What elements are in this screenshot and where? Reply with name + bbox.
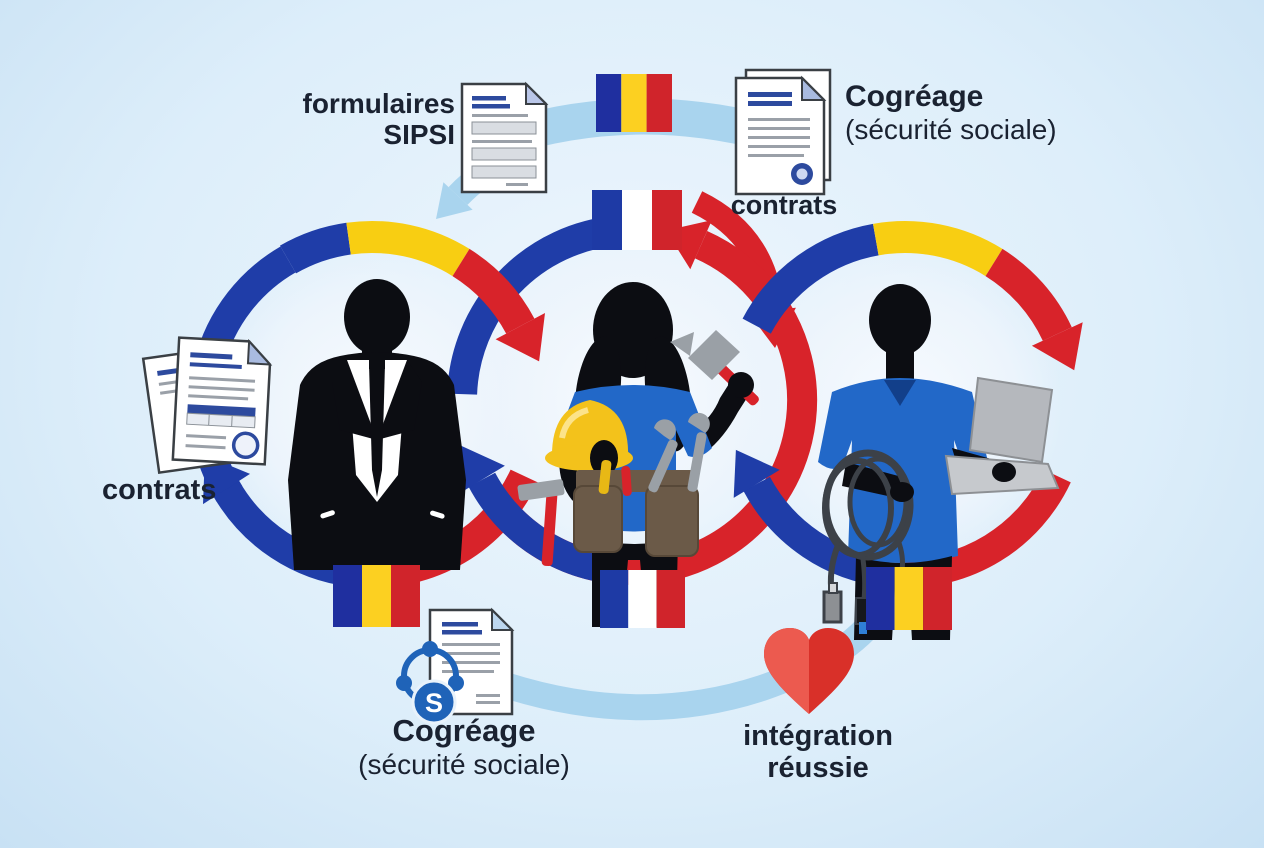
integration-label: intégration réussie: [713, 720, 923, 785]
cogreage-top-label: Cogréage (sécurité sociale): [845, 80, 1057, 145]
left-ring-blue-arrowhead: [203, 455, 250, 505]
france-flag-top-icon: [592, 190, 682, 250]
contracts-top-label: contrats: [730, 190, 838, 220]
cogreage-bottom-subtitle: (sécurité sociale): [358, 748, 570, 780]
svg-text:S: S: [425, 688, 443, 718]
cogreage-top-title: Cogréage: [845, 80, 984, 113]
sipsi-document-icon: [460, 81, 549, 194]
romania-flag-bottom-right-icon: [866, 567, 952, 630]
integration-label-line1: intégration: [743, 720, 893, 752]
left-ring-tricolor-arc: [279, 220, 535, 334]
cogreage-bottom-label: Cogréage (sécurité sociale): [324, 713, 604, 780]
heart-icon: [764, 628, 854, 714]
cogreage-top-subtitle: (sécurité sociale): [845, 113, 1057, 145]
center-ring-blue-arrowhead: [458, 445, 505, 494]
left-ring-tricolor-arrowhead: [495, 313, 545, 362]
sipsi-label: formulaires SIPSI: [303, 88, 456, 151]
tool-belt-icon: [517, 412, 710, 567]
romania-flag-top-icon: [596, 74, 672, 132]
contracts-left-label: contrats: [102, 474, 217, 506]
construction-worker-silhouette: [517, 282, 759, 627]
contracts-document-top-icon: [734, 68, 832, 196]
cogreage-bottom-title: Cogréage: [392, 713, 536, 748]
network-share-icon: S: [396, 641, 464, 725]
sipsi-label-line2: SIPSI: [383, 119, 455, 151]
romania-flag-bottom-left-icon: [333, 565, 420, 627]
employer-silhouette: [288, 279, 466, 570]
right-ring-tricolor-arc: [742, 221, 1072, 342]
right-ring-blue-arrowhead: [733, 449, 780, 498]
cables-icon: [822, 449, 914, 634]
wrench-icon: [648, 412, 710, 493]
contracts-documents-left-icon: [141, 336, 273, 475]
blue-arrowheads: [203, 445, 780, 505]
right-ring-tricolor-arrowhead: [1031, 322, 1083, 371]
integration-label-line2: réussie: [767, 752, 869, 785]
sipsi-label-line1: formulaires: [302, 88, 456, 119]
france-flag-bottom-icon: [600, 570, 685, 628]
